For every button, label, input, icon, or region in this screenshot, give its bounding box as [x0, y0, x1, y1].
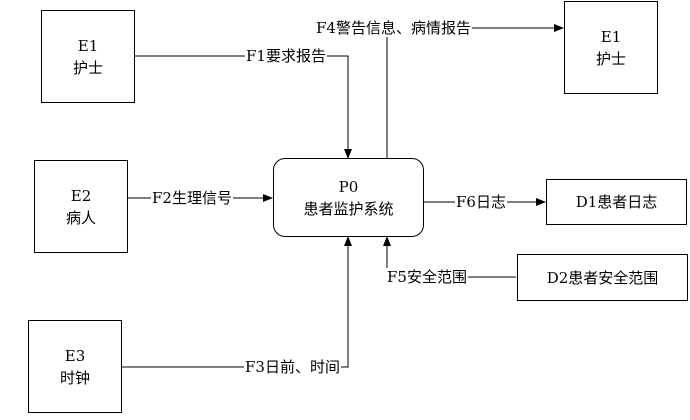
flow-f4-line — [386, 24, 564, 158]
entity-e1-sink-id: E1 — [600, 27, 622, 46]
entity-e1-source-name: 护士 — [72, 58, 103, 77]
flow-f3-line — [122, 236, 352, 368]
flow-f3-label: F3日前、时间 — [244, 358, 341, 376]
flow-f2-label: F2生理信号 — [151, 189, 233, 207]
flow-f1-label: F1要求报告 — [245, 47, 327, 65]
entity-e2-patient: E2 病人 — [34, 160, 128, 253]
process-name: 患者监护系统 — [303, 199, 394, 218]
process-id: P0 — [338, 177, 359, 196]
flow-f1-line — [134, 55, 352, 159]
process-p0: P0 患者监护系统 — [273, 158, 424, 237]
entity-e2-id: E2 — [70, 186, 92, 205]
store-d2-patient-safety-range: D2患者安全范围 — [517, 254, 688, 301]
entity-e1-nurse-sink: E1 护士 — [564, 1, 658, 94]
entity-e1-source-id: E1 — [77, 36, 99, 55]
entity-e2-name: 病人 — [65, 208, 96, 227]
flow-f6-label: F6日志 — [455, 193, 507, 211]
entity-e3-id: E3 — [64, 346, 86, 365]
store-d1-patient-log: D1患者日志 — [546, 179, 687, 225]
store-d2-label: D2患者安全范围 — [546, 268, 659, 287]
flow-f4-label: F4警告信息、病情报告 — [315, 19, 472, 37]
flow-f5-label: F5安全范围 — [386, 268, 468, 286]
entity-e1-nurse-source: E1 护士 — [41, 10, 135, 103]
entity-e1-sink-name: 护士 — [595, 49, 626, 68]
entity-e3-clock: E3 时钟 — [28, 320, 122, 413]
entity-e3-name: 时钟 — [59, 368, 90, 387]
store-d1-label: D1患者日志 — [575, 193, 658, 211]
